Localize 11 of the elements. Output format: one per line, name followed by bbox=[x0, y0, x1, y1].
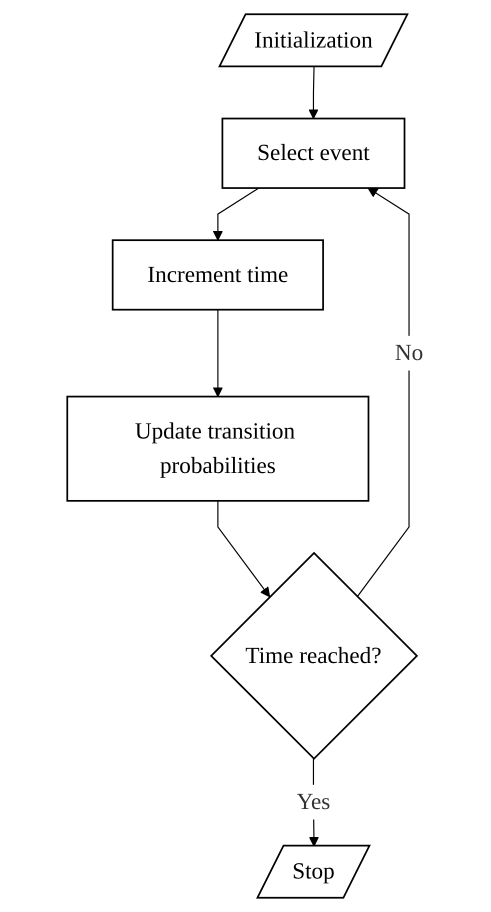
arrow bbox=[308, 66, 319, 119]
node-diamond: Time reached? bbox=[210, 552, 418, 760]
arrow bbox=[213, 188, 260, 241]
arrow bbox=[213, 310, 224, 398]
edge-label: Yes bbox=[296, 789, 331, 815]
node-box: Increment time bbox=[112, 239, 324, 311]
node-box: Update transition probabilities bbox=[66, 396, 370, 502]
node-box: Select event bbox=[222, 118, 406, 189]
edge-label: No bbox=[395, 340, 424, 366]
arrow bbox=[218, 500, 270, 598]
arrow bbox=[357, 188, 410, 598]
